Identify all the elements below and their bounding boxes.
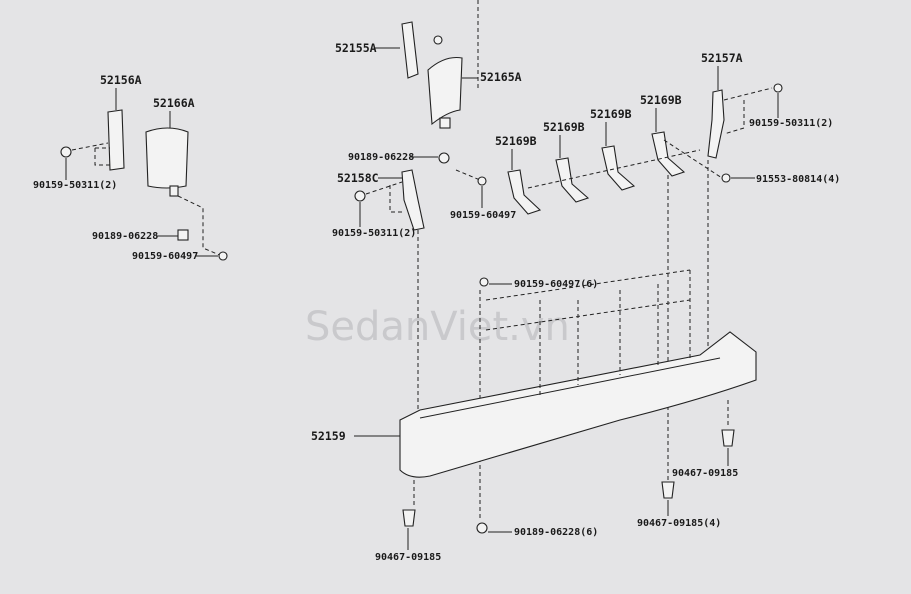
screw-icon (721, 173, 731, 183)
part-number-label: 52155A (335, 41, 377, 55)
part-number-label: 90159-50311(2) (749, 118, 833, 129)
bolt-icon (773, 83, 783, 93)
part-number-label: 90189-06228 (348, 152, 414, 163)
part-52159-bumper (399, 331, 757, 478)
part-number-label: 52159 (311, 429, 346, 443)
part-number-label: 52169B (543, 120, 585, 134)
clip-icon (177, 229, 189, 241)
brackets-52169B (507, 131, 686, 215)
screw-icon (218, 251, 228, 261)
bolt-icon (60, 146, 72, 158)
part-52156A (107, 109, 125, 171)
part-number-label: 52169B (640, 93, 682, 107)
part-number-label: 90189-06228(6) (514, 527, 598, 538)
part-number-label: 91553-80814(4) (756, 174, 840, 185)
part-number-label: 90159-60497 (132, 251, 198, 262)
part-number-label: 90467-09185 (375, 552, 441, 563)
part-number-label: 90467-09185 (672, 468, 738, 479)
clip-icon (476, 522, 488, 534)
part-52155A (401, 21, 419, 79)
bolt-icon (433, 35, 443, 45)
part-number-label: 90159-60497 (450, 210, 516, 221)
part-number-label: 90159-60497(6) (514, 279, 598, 290)
clip-icon (438, 152, 450, 164)
part-number-label: 52169B (495, 134, 537, 148)
screw-icon (477, 176, 487, 186)
part-number-label: 52157A (701, 51, 743, 65)
clip-icon (661, 481, 675, 499)
part-52157A (707, 89, 725, 159)
part-number-label: 52158C (337, 171, 379, 185)
part-number-label: 52156A (100, 73, 142, 87)
clip-icon (402, 509, 416, 527)
part-number-label: 90159-50311(2) (33, 180, 117, 191)
screw-icon (479, 277, 489, 287)
part-number-label: 90159-50311(2) (332, 228, 416, 239)
bolt-icon (354, 190, 366, 202)
part-number-label: 52166A (153, 96, 195, 110)
watermark: SedanViet.vn (305, 304, 570, 350)
part-number-label: 90189-06228 (92, 231, 158, 242)
part-52158C (401, 169, 425, 231)
part-number-label: 52165A (480, 70, 522, 84)
part-number-label: 90467-09185(4) (637, 518, 721, 529)
clip-icon (721, 429, 735, 447)
part-52166A (145, 127, 189, 197)
part-52165A (427, 56, 463, 129)
part-number-label: 52169B (590, 107, 632, 121)
